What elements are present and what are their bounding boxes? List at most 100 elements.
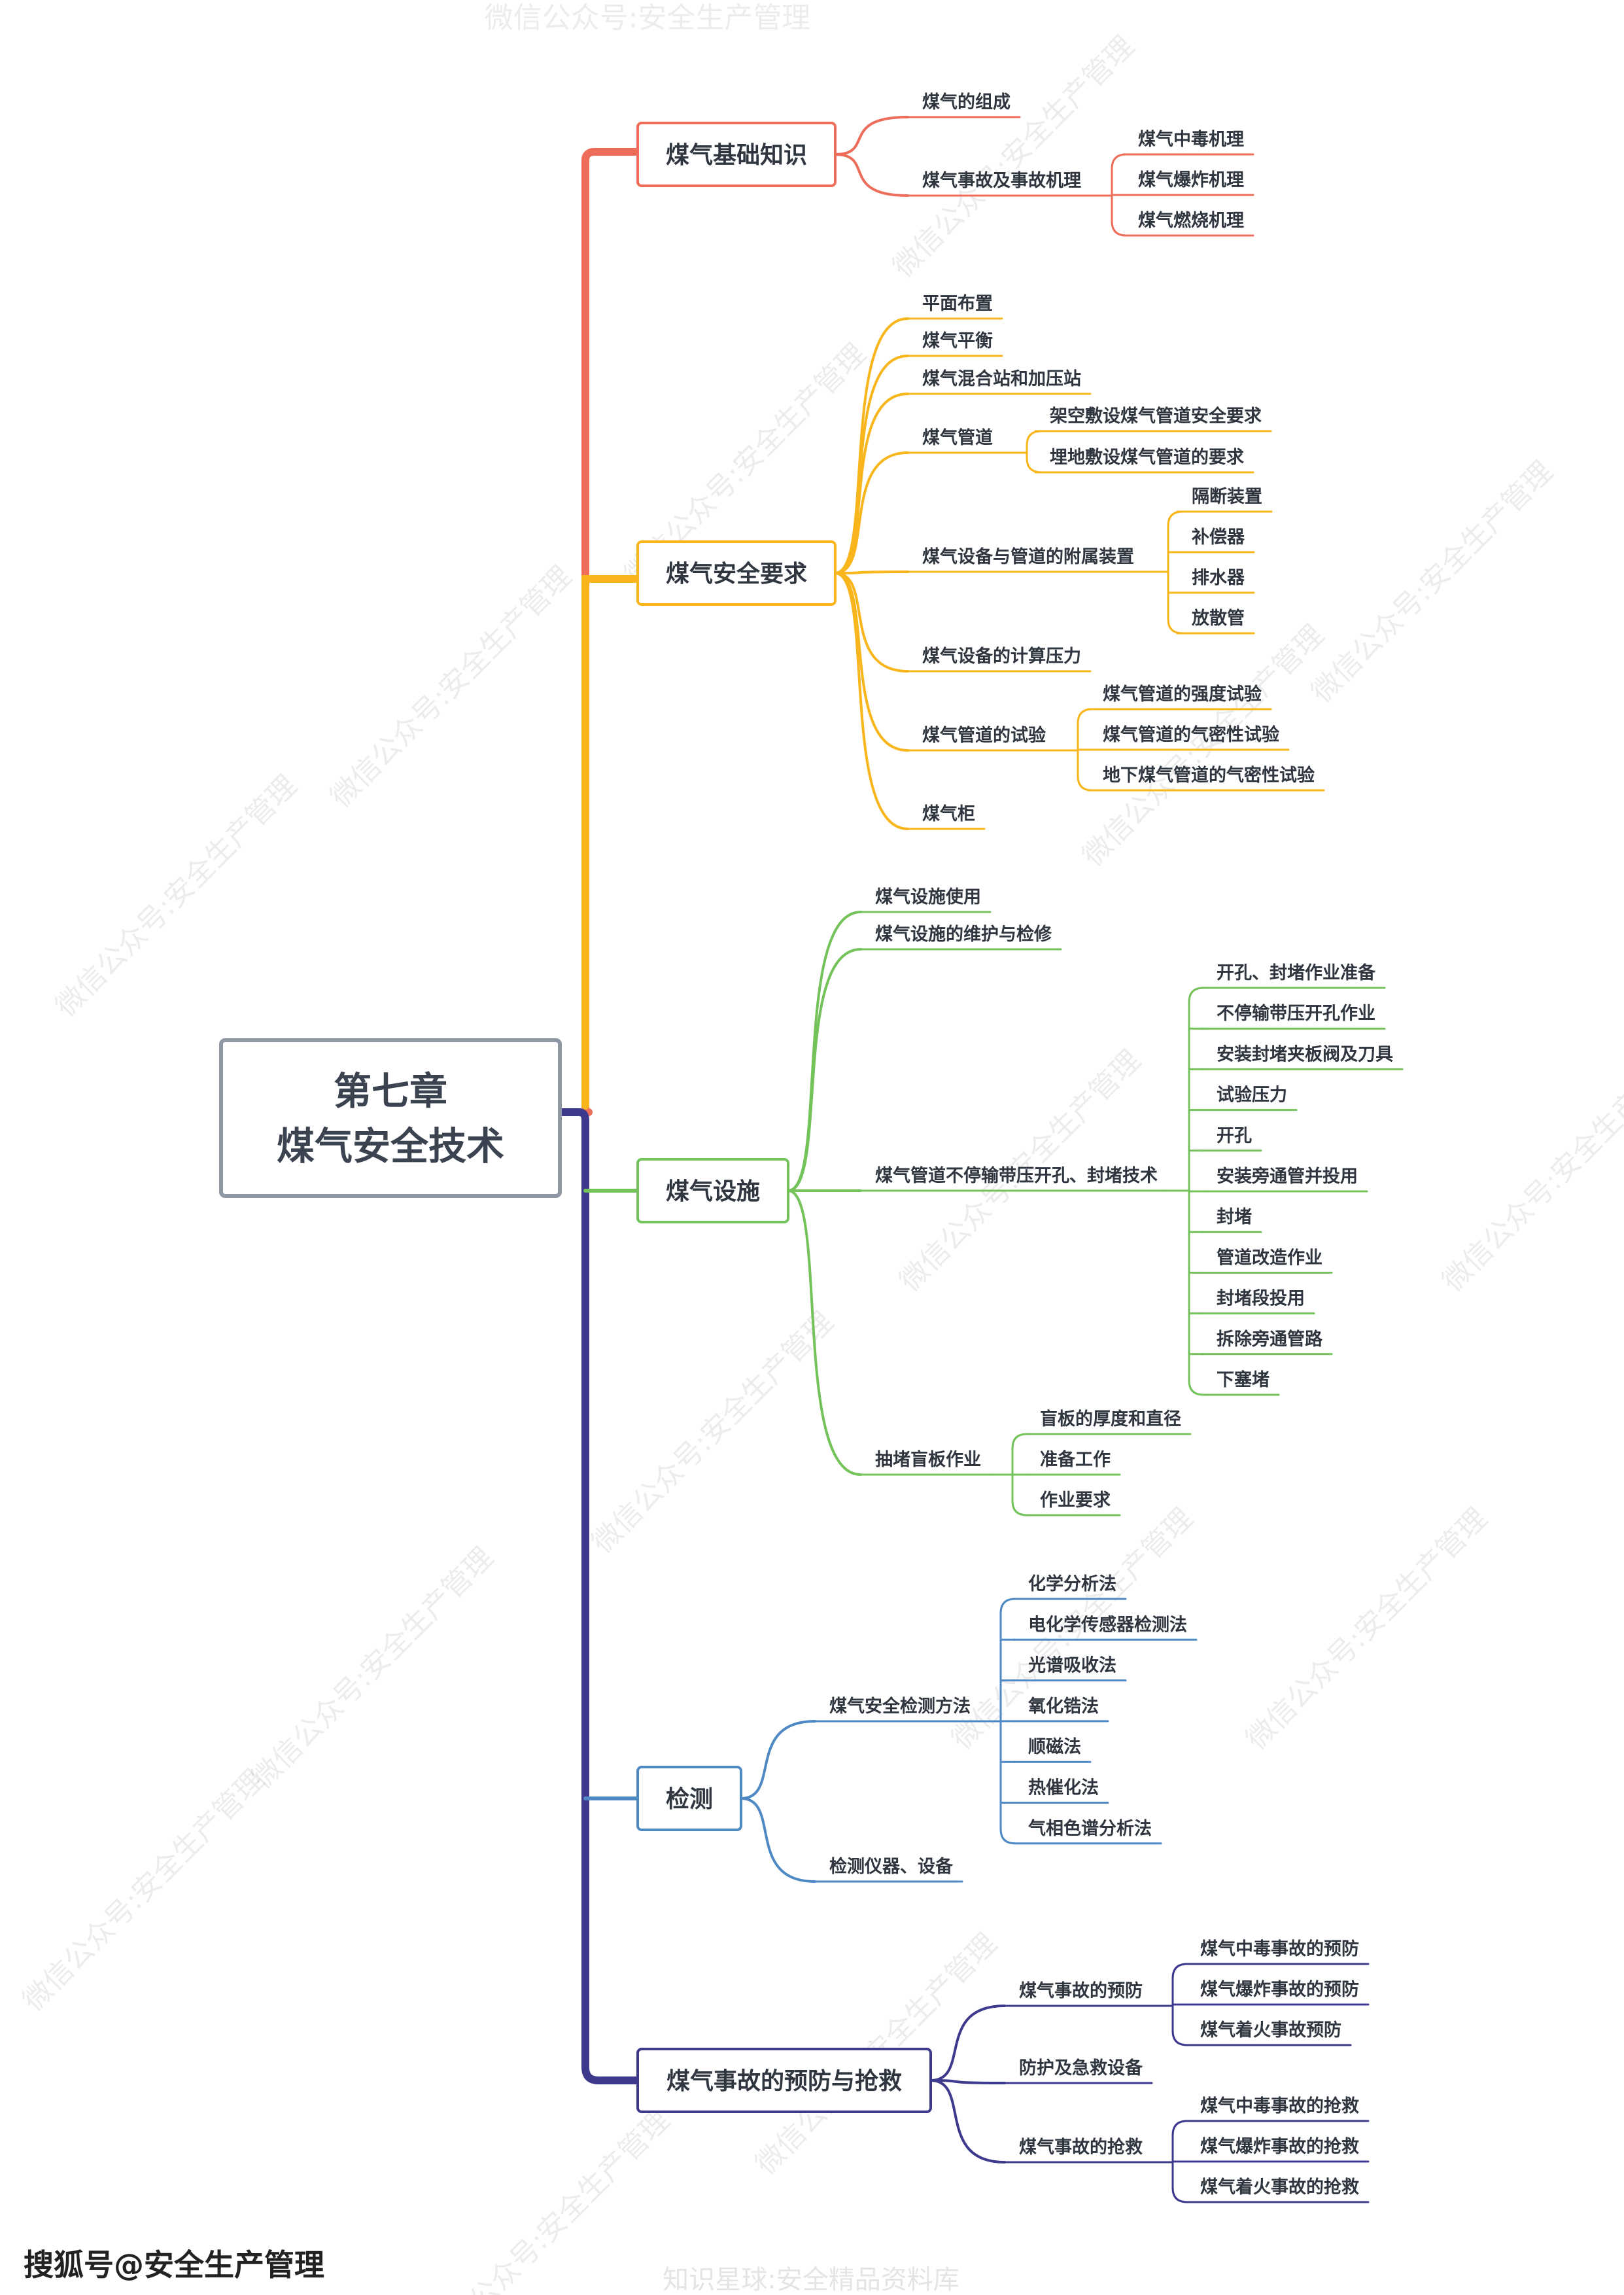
branch-curve	[787, 948, 862, 1192]
node-r7c: 地下煤气管道的气密性试验	[1103, 765, 1315, 786]
watermark: 微信公众号:安全生产管理	[485, 1, 811, 35]
branch-curve	[834, 451, 909, 574]
bracket-curve	[1026, 457, 1043, 474]
category-basic: 煤气基础知识	[636, 122, 837, 187]
watermark: 微信公众号:安全生产管理	[886, 29, 1141, 284]
node-p3a: 煤气中毒事故的抢救	[1200, 2095, 1359, 2116]
node-d1: 煤气安全检测方法	[829, 1696, 971, 1717]
bracket-curve	[1011, 1433, 1028, 1450]
watermark: 微信公众号:安全生产管理	[1436, 1043, 1624, 1298]
category-facilities: 煤气设施	[636, 1158, 789, 1223]
node-p3: 煤气事故的抢救	[1019, 2137, 1143, 2158]
category-label-prevention: 煤气事故的预防与抢救	[666, 2067, 902, 2095]
bracket-curve	[1188, 1379, 1205, 1396]
node-f3i: 封堵段投用	[1217, 1289, 1305, 1309]
root-title-line2: 煤气安全技术	[277, 1124, 504, 1168]
node-p1b: 煤气爆炸事故的预防	[1200, 1979, 1359, 2000]
watermark: 微信公众号:安全生产管理	[1076, 618, 1330, 873]
node-p3b: 煤气爆炸事故的抢救	[1200, 2136, 1359, 2157]
category-label-basic: 煤气基础知识	[666, 142, 807, 169]
bracket-curve	[1077, 708, 1094, 725]
node-b2c: 煤气燃烧机理	[1138, 211, 1244, 231]
bracket-curve	[1077, 775, 1094, 792]
node-r7a: 煤气管道的强度试验	[1103, 684, 1262, 705]
bracket-curve	[1171, 1963, 1188, 1980]
node-d1d: 氧化锆法	[1028, 1696, 1099, 1717]
node-f3k: 下塞堵	[1217, 1369, 1270, 1390]
branch-curve	[834, 393, 909, 574]
bracket-curve	[1111, 220, 1128, 237]
node-b1: 煤气的组成	[922, 92, 1011, 113]
bracket-curve	[999, 1828, 1016, 1845]
node-r5c: 排水器	[1192, 568, 1245, 588]
watermark: 微信公众号:安全生产管理	[49, 769, 303, 1023]
node-r4b: 埋地敷设煤气管道的要求	[1050, 447, 1244, 468]
branch-curve	[834, 572, 909, 830]
node-r7: 煤气管道的试验	[922, 725, 1046, 746]
category-prevention: 煤气事故的预防与抢救	[636, 2048, 932, 2113]
node-f4b: 准备工作	[1040, 1450, 1111, 1470]
node-r3: 煤气混合站和加压站	[922, 368, 1081, 389]
branch-curve	[834, 572, 909, 752]
node-f3c: 安装封堵夹板阀及刀具	[1217, 1044, 1393, 1064]
branch-curve	[929, 2079, 1006, 2164]
category-detection: 检测	[636, 1766, 742, 1831]
watermark: 微信公众号:安全生产管理	[245, 1541, 500, 1795]
node-p2: 防护及急救设备	[1019, 2058, 1143, 2078]
watermark: 微信公众号:安全生产管理	[16, 1763, 271, 2018]
watermark: 微信公众号:安全生产管理	[585, 1305, 840, 1560]
branch-curve	[929, 2005, 1006, 2082]
branch-curve	[787, 1189, 862, 1476]
category-label-requirements: 煤气安全要求	[666, 560, 807, 587]
node-f3d: 试验压力	[1217, 1085, 1287, 1106]
node-d1f: 热催化法	[1028, 1778, 1099, 1798]
category-requirements: 煤气安全要求	[636, 540, 837, 606]
node-d1e: 顺磁法	[1028, 1737, 1081, 1757]
node-f3e: 开孔	[1217, 1126, 1252, 1146]
node-r4: 煤气管道	[922, 427, 993, 448]
bracket-curve	[1188, 987, 1205, 1004]
node-b2b: 煤气爆炸机理	[1138, 170, 1244, 190]
connector-lines	[559, 116, 1404, 2203]
watermark: 微信公众号:安全生产管理	[1239, 1501, 1494, 1756]
node-r8: 煤气柜	[922, 804, 975, 824]
node-r2: 煤气平衡	[922, 331, 993, 351]
node-p1a: 煤气中毒事故的预防	[1200, 1938, 1359, 1959]
bracket-curve	[1171, 2120, 1188, 2137]
branch-curve	[740, 1797, 816, 1883]
trunk-prevention	[559, 1108, 642, 2084]
node-f3f: 安装旁通管并投用	[1217, 1166, 1358, 1187]
category-label-facilities: 煤气设施	[666, 1178, 760, 1205]
node-d1g: 气相色谱分析法	[1028, 1818, 1152, 1839]
node-f1: 煤气设施使用	[875, 887, 981, 907]
root-title-line1: 第七章	[334, 1069, 447, 1113]
node-d1c: 光谱吸收法	[1028, 1655, 1116, 1676]
node-r5b: 补偿器	[1192, 527, 1245, 548]
bracket-curve	[1026, 430, 1043, 447]
node-f3j: 拆除旁通管路	[1217, 1329, 1323, 1350]
watermark: 微信公众号:安全生产管理	[422, 2103, 676, 2295]
node-f4a: 盲板的厚度和直径	[1040, 1409, 1181, 1429]
bracket-curve	[1011, 1499, 1028, 1516]
branch-curve	[834, 153, 909, 197]
bracket-curve	[1171, 2029, 1188, 2046]
node-d2: 检测仪器、设备	[829, 1856, 954, 1877]
branch-curve	[834, 355, 909, 574]
node-p3c: 煤气着火事故的抢救	[1200, 2177, 1359, 2198]
branch-curve	[740, 1720, 816, 1800]
trunk-requirements	[581, 575, 642, 1110]
node-p1: 煤气事故的预防	[1019, 1980, 1143, 2001]
node-r6: 煤气设备的计算压力	[922, 646, 1081, 667]
footer-mark: 知识星球:安全精品资料库	[663, 2265, 959, 2295]
bracket-curve	[1167, 510, 1184, 527]
node-r4a: 架空敷设煤气管道安全要求	[1050, 406, 1262, 427]
source-mark: 搜狐号@安全生产管理	[24, 2247, 324, 2283]
node-b2: 煤气事故及事故机理	[922, 171, 1081, 191]
category-label-detection: 检测	[666, 1786, 713, 1813]
node-r7b: 煤气管道的气密性试验	[1103, 724, 1279, 745]
node-labels: 煤气的组成煤气事故及事故机理煤气中毒机理煤气爆炸机理煤气燃烧机理平面布置煤气平衡…	[829, 92, 1393, 2198]
branch-curve	[834, 116, 909, 156]
bracket-curve	[1111, 153, 1128, 170]
root-node: 第七章 煤气安全技术	[219, 1038, 562, 1198]
